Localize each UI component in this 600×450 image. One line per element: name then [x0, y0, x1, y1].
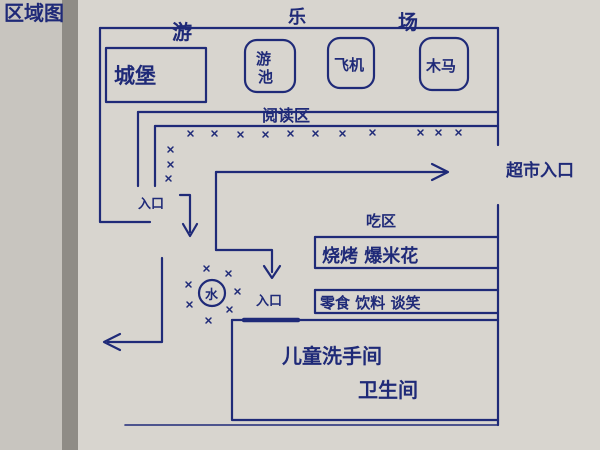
playground-title-char-2: 乐 [288, 7, 306, 28]
seat-mark [237, 131, 244, 138]
fountain-mark [185, 281, 192, 288]
fountain-mark [225, 270, 232, 277]
ride-carousel-box [418, 36, 470, 92]
seat-mark [417, 129, 424, 136]
dining-heading: 吃区 [366, 212, 396, 230]
fountain-crosses [185, 265, 241, 324]
dining-counter-1-frame [313, 235, 500, 270]
fountain-mark [226, 306, 233, 313]
dining-row1-label: 烧烤 爆米花 [322, 245, 418, 267]
left-entrance-arrow-line [178, 193, 192, 234]
page-label: 区域图 [4, 1, 64, 25]
castle-box [104, 46, 208, 104]
left-page [0, 0, 62, 450]
fountain-mark [234, 288, 241, 295]
left-entrance-label: 入口 [138, 197, 164, 212]
seat-mark [165, 175, 172, 182]
center-down-arrow-line [214, 248, 274, 274]
center-down-arrow-head [262, 264, 282, 280]
fountain-label: 水 [205, 287, 219, 303]
fountain-mark [186, 301, 193, 308]
supermarket-arrow-head [430, 162, 450, 182]
center-entrance-label: 入口 [256, 294, 282, 309]
ride-carousel-label: 木马 [425, 57, 456, 75]
fountain-circle [197, 278, 227, 308]
playground-left-wall [98, 26, 152, 224]
left-exit-arrow-head [102, 332, 122, 352]
seat-mark [312, 130, 319, 137]
seat-mark [187, 130, 194, 137]
left-exit-arrow-line [106, 256, 164, 344]
ride-plane-label: 飞机 [334, 56, 364, 74]
fountain-mark [203, 265, 210, 272]
ride-pool-box [243, 38, 297, 94]
seat-mark [455, 129, 462, 136]
playground-title-char-3: 场 [398, 10, 418, 34]
washroom-line2: 卫生间 [358, 378, 418, 402]
playground-title-char-1: 游 [172, 20, 192, 44]
ride-pool-label-line1: 游 [256, 50, 271, 68]
seat-mark [369, 129, 376, 136]
castle-label: 城堡 [114, 64, 156, 88]
seat-mark [339, 130, 346, 137]
fountain-mark [205, 317, 212, 324]
seat-mark [211, 130, 218, 137]
left-entrance-arrow-head [181, 222, 199, 238]
seat-mark [287, 130, 294, 137]
seat-mark [167, 146, 174, 153]
reading-area-label: 阅读区 [262, 106, 310, 125]
seat-mark [262, 131, 269, 138]
ride-pool-label-line2: 池 [258, 68, 273, 86]
dining-counter-2-frame [313, 288, 500, 315]
notebook-gutter [62, 0, 78, 450]
right-page [78, 0, 600, 450]
ride-plane-box [326, 36, 376, 90]
supermarket-entrance-label: 超市入口 [506, 160, 574, 181]
seat-mark [435, 129, 442, 136]
washroom-walls [230, 318, 500, 422]
washroom-line1: 儿童洗手间 [281, 344, 382, 368]
reading-area-seats [165, 129, 462, 182]
seat-mark [167, 161, 174, 168]
dining-row2-label: 零食 饮料 谈笑 [319, 294, 420, 312]
